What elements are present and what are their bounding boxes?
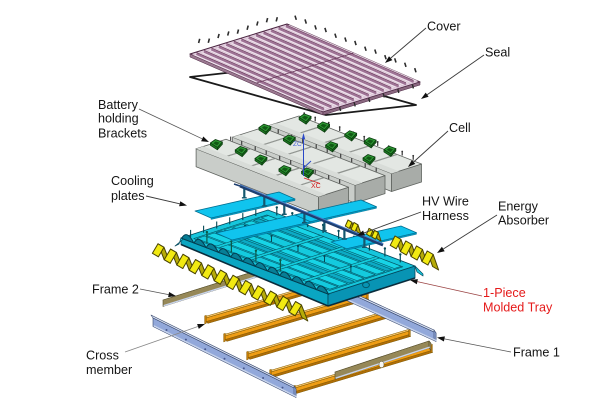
- svg-text:member: member: [86, 363, 132, 377]
- svg-text:ZC: ZC: [293, 141, 302, 148]
- svg-text:Cross: Cross: [86, 349, 119, 363]
- svg-text:Absorber: Absorber: [498, 214, 549, 228]
- svg-text:1-Piece: 1-Piece: [483, 286, 526, 300]
- svg-text:plates: plates: [111, 189, 145, 203]
- svg-text:Seal: Seal: [485, 46, 510, 60]
- svg-text:Molded Tray: Molded Tray: [483, 301, 553, 315]
- svg-text:Cell: Cell: [449, 121, 471, 135]
- svg-text:holding: holding: [98, 112, 139, 126]
- svg-text:Harness: Harness: [422, 209, 469, 223]
- svg-text:Frame 2: Frame 2: [92, 283, 139, 297]
- svg-text:Energy: Energy: [498, 200, 539, 214]
- svg-text:Cover: Cover: [427, 20, 461, 34]
- svg-text:Cooling: Cooling: [111, 174, 154, 188]
- svg-text:HV Wire: HV Wire: [422, 195, 469, 209]
- svg-text:Battery: Battery: [98, 98, 139, 112]
- svg-text:Frame 1: Frame 1: [513, 346, 560, 360]
- svg-text:XC: XC: [311, 183, 321, 190]
- svg-text:Brackets: Brackets: [98, 127, 147, 141]
